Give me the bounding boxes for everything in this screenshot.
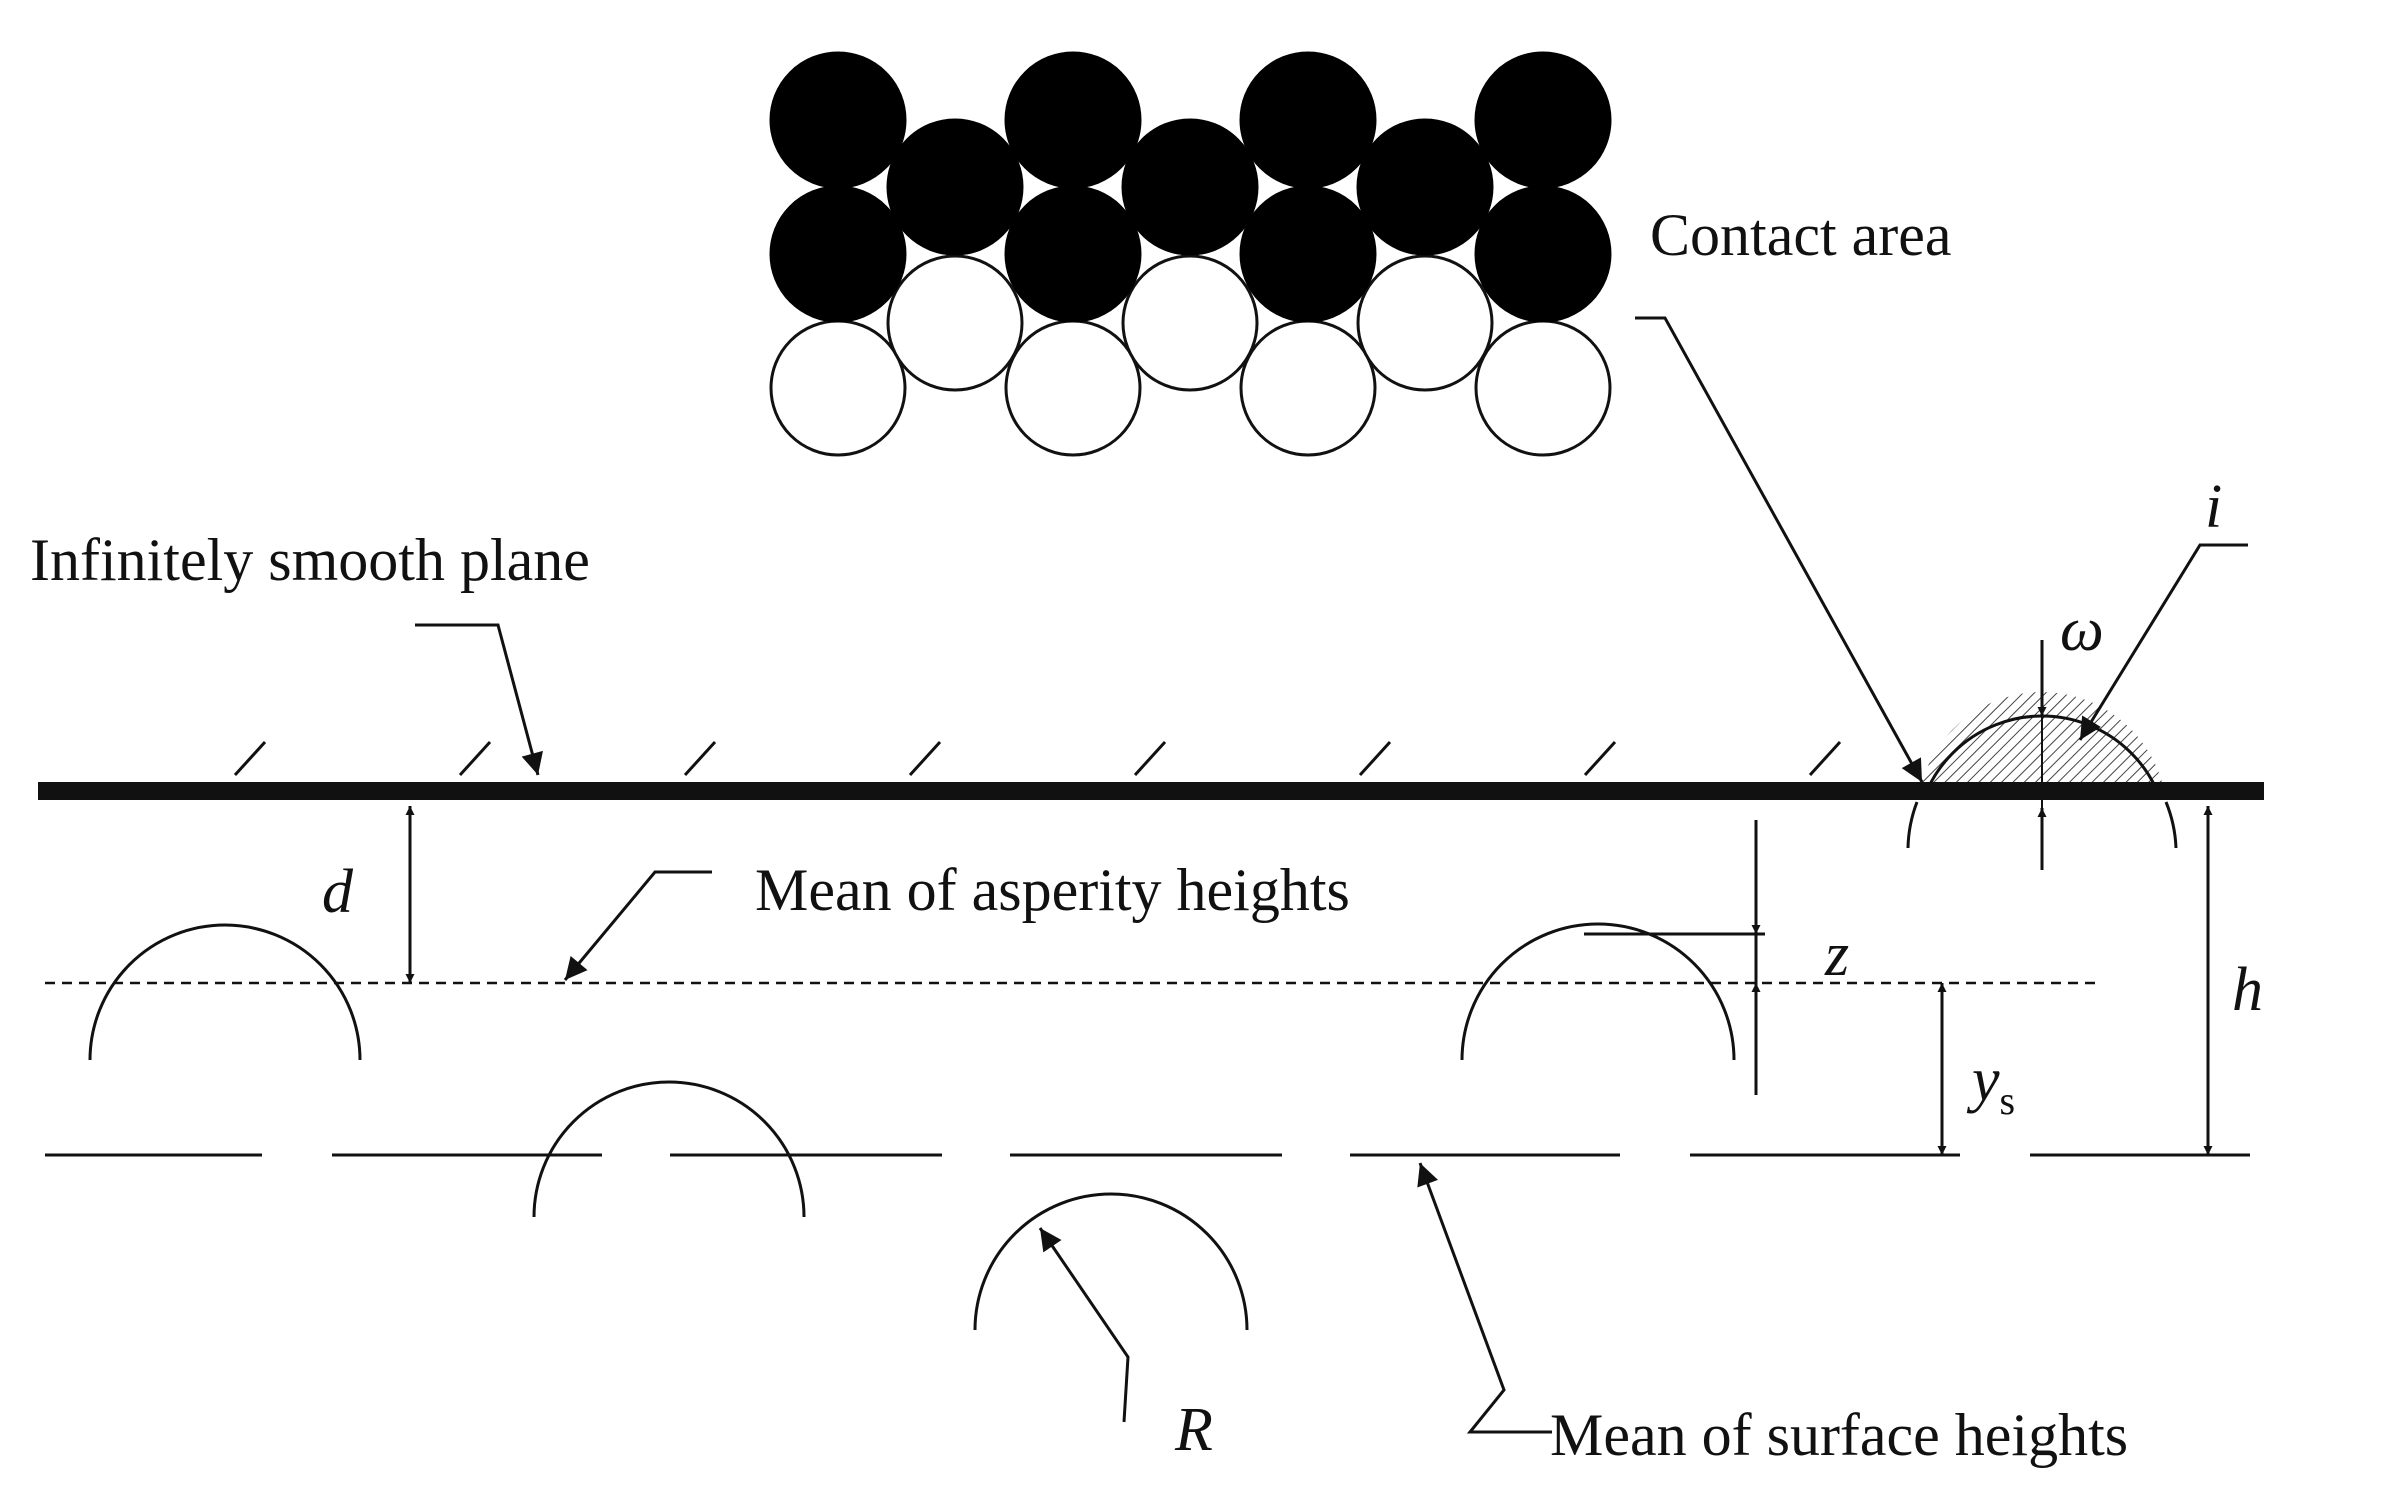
mean-surface-label: Mean of surface heights: [1550, 1402, 2128, 1468]
plane-hatch-ticks: [233, 740, 1842, 777]
symbol-z: z: [1824, 921, 1849, 989]
filled-spheres: [769, 51, 1612, 323]
asperities: [88, 922, 1736, 1331]
contact-area-label: Contact area: [1650, 202, 1952, 268]
leader-mean-asperity: [563, 870, 712, 981]
symbol-ys: ys: [1966, 1046, 2015, 1123]
leader-smooth-plane: [415, 623, 543, 776]
mean-asperity-label: Mean of asperity heights: [755, 857, 1350, 923]
symbol-h: h: [2232, 956, 2263, 1024]
symbol-R: R: [1174, 1396, 1213, 1464]
symbol-d: d: [322, 858, 354, 926]
leader-contact-area: [1635, 316, 1924, 783]
leader-i: [2078, 543, 2248, 741]
symbol-ys-subscript: s: [2000, 1078, 2016, 1123]
symbol-omega: ω: [2060, 596, 2104, 664]
leader-mean-surface: [1417, 1162, 1552, 1434]
sphere-stack: [769, 51, 1612, 457]
smooth-plane: [38, 740, 2264, 800]
open-spheres-middle-row: [886, 254, 1494, 392]
symbol-ys-base: y: [1966, 1046, 2000, 1114]
smooth-plane-label: Infinitely smooth plane: [30, 527, 590, 593]
leader-R: [1038, 1227, 1130, 1423]
leader-lines: [415, 316, 2248, 1434]
symbol-i: i: [2205, 473, 2222, 541]
dimension-z: [1584, 820, 1765, 1095]
open-spheres-bottom-row: [769, 319, 1612, 457]
